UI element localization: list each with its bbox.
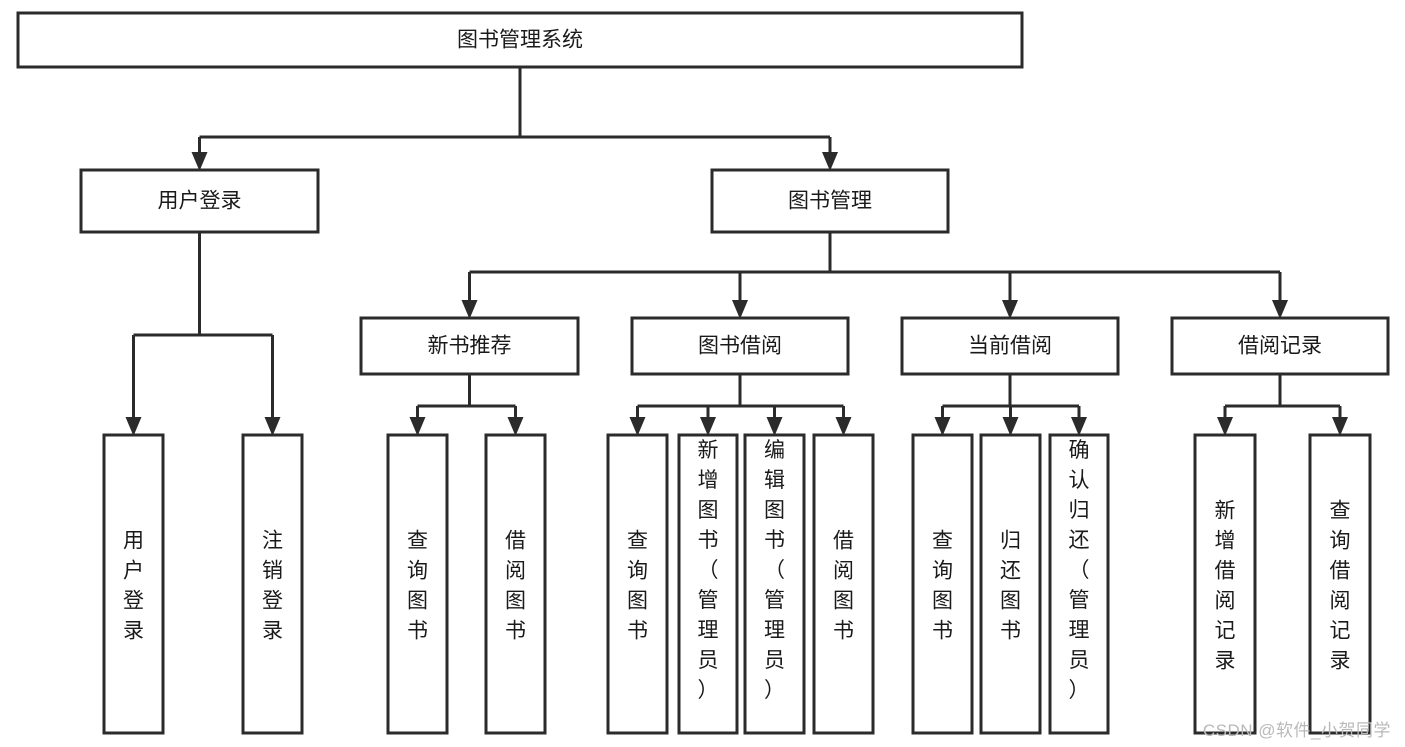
node-box[interactable] bbox=[677, 433, 739, 735]
node-l2_1[interactable]: 图书借阅 bbox=[630, 316, 850, 376]
node-label: 图书管理系统 bbox=[457, 29, 583, 52]
arrow-head-icon bbox=[835, 417, 852, 436]
node-leaf_8[interactable]: 查询图书 bbox=[911, 433, 974, 735]
arrow-head-icon bbox=[191, 152, 208, 171]
arrow-head-icon bbox=[732, 300, 748, 319]
node-box[interactable] bbox=[900, 316, 1120, 376]
node-box[interactable] bbox=[79, 168, 320, 234]
connector-group-l1_0 bbox=[125, 232, 281, 436]
node-box[interactable] bbox=[1193, 433, 1257, 735]
arrow-head-icon bbox=[1272, 300, 1288, 319]
connector-layer bbox=[125, 67, 1348, 436]
arrow-head-icon bbox=[1071, 417, 1087, 436]
node-label: 新书推荐 bbox=[428, 335, 512, 358]
node-box[interactable] bbox=[102, 433, 165, 735]
node-leaf_10[interactable]: 确认归还（管理员） bbox=[1048, 433, 1110, 735]
node-leaf_6[interactable]: 编辑图书（管理员） bbox=[743, 433, 806, 735]
node-box[interactable] bbox=[812, 433, 875, 735]
node-l2_0[interactable]: 新书推荐 bbox=[359, 316, 580, 376]
node-label: 确认归还（管理员） bbox=[1069, 439, 1090, 702]
node-box[interactable] bbox=[606, 433, 669, 735]
arrow-head-icon bbox=[409, 417, 426, 436]
node-leaf_3[interactable]: 借阅图书 bbox=[484, 433, 547, 735]
node-l1_0[interactable]: 用户登录 bbox=[79, 168, 320, 234]
node-box[interactable] bbox=[710, 168, 950, 234]
connector-group-l2_0 bbox=[409, 374, 524, 436]
node-box[interactable] bbox=[359, 316, 580, 376]
node-leaf_4[interactable]: 查询图书 bbox=[606, 433, 669, 735]
node-leaf_7[interactable]: 借阅图书 bbox=[812, 433, 875, 735]
arrow-head-icon bbox=[1332, 417, 1348, 436]
arrow-head-icon bbox=[700, 417, 716, 436]
arrow-head-icon bbox=[1002, 417, 1019, 436]
arrow-head-icon bbox=[1217, 417, 1233, 436]
node-leaf_0[interactable]: 用户登录 bbox=[102, 433, 165, 735]
node-l2_2[interactable]: 当前借阅 bbox=[900, 316, 1120, 376]
node-label: 用户登录 bbox=[123, 529, 144, 642]
node-leaf_2[interactable]: 查询图书 bbox=[386, 433, 449, 735]
node-box[interactable] bbox=[1170, 316, 1390, 376]
node-label: 查询借阅记录 bbox=[1330, 499, 1351, 672]
arrow-head-icon bbox=[822, 152, 838, 171]
node-layer: 图书管理系统用户登录图书管理新书推荐图书借阅当前借阅借阅记录用户登录注销登录查询… bbox=[16, 11, 1390, 735]
arrow-head-icon bbox=[264, 417, 281, 436]
node-label: 用户登录 bbox=[158, 190, 242, 213]
arrow-head-icon bbox=[629, 417, 646, 436]
arrow-head-icon bbox=[125, 417, 142, 436]
node-label: 查询图书 bbox=[407, 529, 428, 642]
node-label: 新增图书（管理员） bbox=[698, 439, 719, 702]
node-box[interactable] bbox=[241, 433, 304, 735]
node-box[interactable] bbox=[911, 433, 974, 735]
node-label: 编辑图书（管理员） bbox=[764, 439, 785, 702]
node-box[interactable] bbox=[16, 11, 1024, 69]
arrow-head-icon bbox=[461, 300, 478, 319]
connector-group-l2_3 bbox=[1217, 374, 1348, 436]
connector-group-l2_2 bbox=[934, 374, 1087, 436]
node-l2_3[interactable]: 借阅记录 bbox=[1170, 316, 1390, 376]
node-leaf_11[interactable]: 新增借阅记录 bbox=[1193, 433, 1257, 735]
node-label: 借阅图书 bbox=[505, 529, 526, 642]
node-label: 注销登录 bbox=[262, 529, 283, 642]
node-label: 归还图书 bbox=[1000, 529, 1021, 642]
node-label: 图书管理 bbox=[788, 190, 872, 213]
connector-group-l2_1 bbox=[629, 374, 852, 436]
node-label: 借阅图书 bbox=[833, 529, 854, 642]
node-box[interactable] bbox=[484, 433, 547, 735]
node-label: 查询图书 bbox=[932, 529, 953, 642]
node-box[interactable] bbox=[386, 433, 449, 735]
node-box[interactable] bbox=[1308, 433, 1372, 735]
arrow-head-icon bbox=[507, 417, 524, 436]
node-box[interactable] bbox=[743, 433, 806, 735]
node-leaf_5[interactable]: 新增图书（管理员） bbox=[677, 433, 739, 735]
node-box[interactable] bbox=[630, 316, 850, 376]
node-leaf_9[interactable]: 归还图书 bbox=[979, 433, 1042, 735]
node-box[interactable] bbox=[1048, 433, 1110, 735]
node-root[interactable]: 图书管理系统 bbox=[16, 11, 1024, 69]
arrow-head-icon bbox=[766, 417, 783, 436]
node-label: 新增借阅记录 bbox=[1215, 499, 1236, 672]
node-leaf_12[interactable]: 查询借阅记录 bbox=[1308, 433, 1372, 735]
node-label: 当前借阅 bbox=[968, 335, 1052, 358]
connector-group-l1_1 bbox=[461, 232, 1288, 319]
connector-group-root bbox=[191, 67, 838, 171]
node-leaf_1[interactable]: 注销登录 bbox=[241, 433, 304, 735]
node-box[interactable] bbox=[979, 433, 1042, 735]
node-label: 查询图书 bbox=[627, 529, 648, 642]
node-label: 图书借阅 bbox=[698, 335, 782, 358]
node-label: 借阅记录 bbox=[1238, 335, 1322, 358]
node-l1_1[interactable]: 图书管理 bbox=[710, 168, 950, 234]
arrow-head-icon bbox=[1002, 300, 1018, 319]
arrow-head-icon bbox=[934, 417, 951, 436]
